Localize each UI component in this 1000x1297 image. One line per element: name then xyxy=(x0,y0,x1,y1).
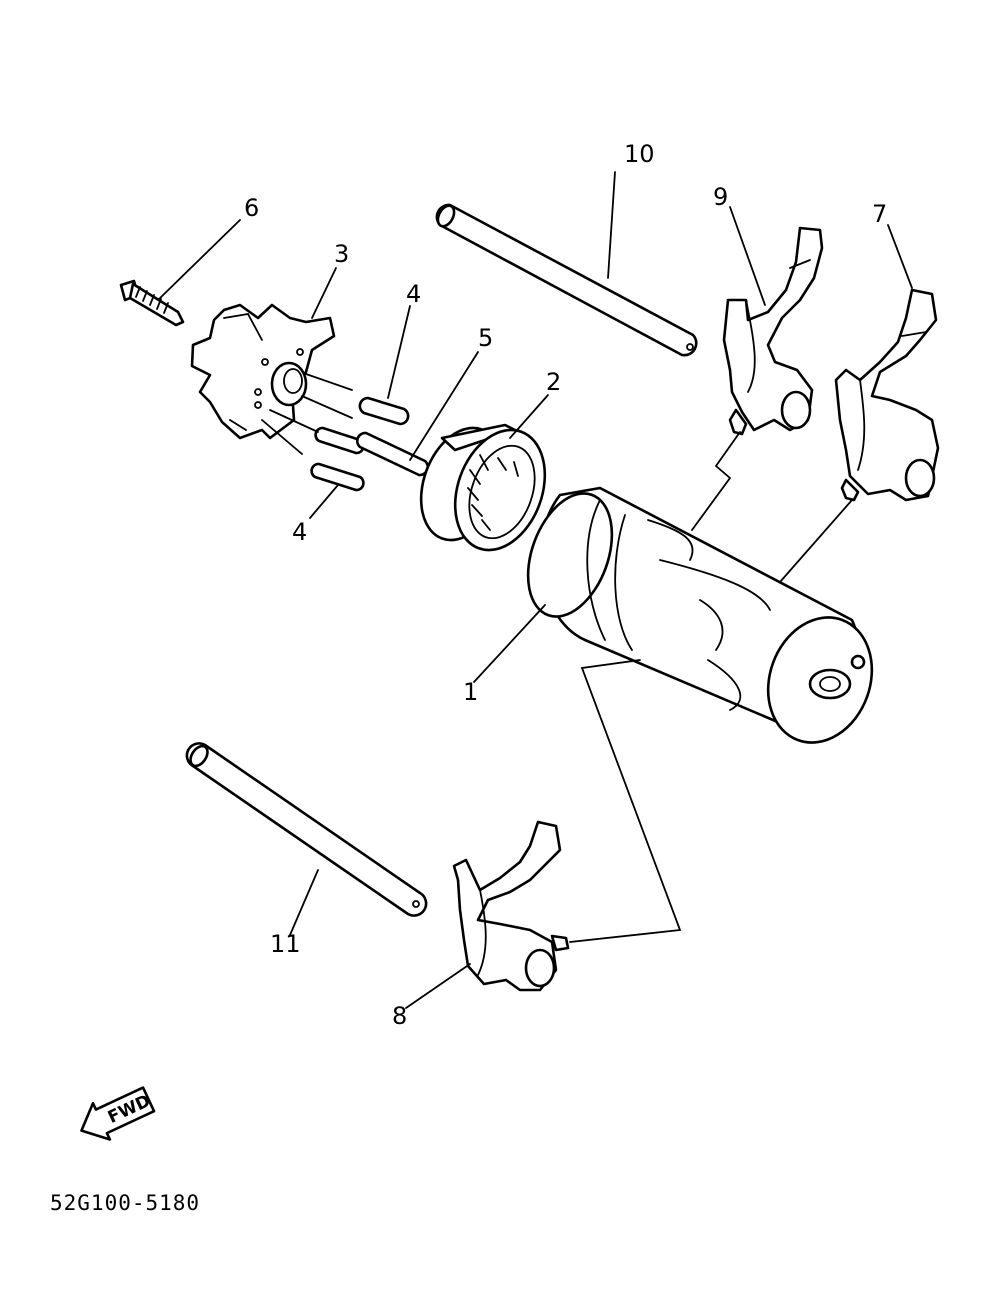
leader-7 xyxy=(887,224,913,289)
leader-6 xyxy=(157,219,241,301)
callout-8: 8 xyxy=(392,1002,407,1030)
part-11-guide-bar xyxy=(185,742,428,917)
leader-3 xyxy=(311,267,337,319)
callout-1: 1 xyxy=(463,678,478,706)
part-4-pin-upper xyxy=(358,396,410,426)
fork-9-linkage-line xyxy=(691,431,741,531)
part-8-shift-fork xyxy=(452,820,570,992)
leader-1 xyxy=(473,604,546,683)
leader-11 xyxy=(289,869,319,936)
callout-2: 2 xyxy=(546,368,561,396)
pin-alignment-lines xyxy=(261,373,353,455)
part-5-pin xyxy=(355,431,430,477)
fork-7-linkage-line xyxy=(779,499,853,583)
callout-11: 11 xyxy=(270,930,301,958)
part-9-shift-fork xyxy=(722,226,824,436)
callout-7: 7 xyxy=(872,200,887,228)
callout-4-upper: 4 xyxy=(406,280,421,308)
fwd-direction-arrow: FWD xyxy=(80,1086,156,1141)
callout-4-lower: 4 xyxy=(292,518,307,546)
leader-4-lower xyxy=(309,484,339,519)
part-4-pin-lower xyxy=(310,462,365,492)
callout-3: 3 xyxy=(334,240,349,268)
callout-9: 9 xyxy=(713,183,728,211)
leader-5 xyxy=(409,351,479,461)
leader-9 xyxy=(729,206,766,306)
part-3-segment xyxy=(190,303,336,440)
leader-8 xyxy=(405,963,471,1009)
callout-6: 6 xyxy=(244,194,259,222)
callout-10: 10 xyxy=(624,140,655,168)
leader-10 xyxy=(607,171,616,279)
fork-8-linkage-line xyxy=(569,659,682,943)
part-6-screw xyxy=(119,279,185,327)
part-2-bearing xyxy=(419,423,547,552)
callout-5: 5 xyxy=(478,324,493,352)
part-10-guide-bar xyxy=(435,203,698,357)
leader-2 xyxy=(509,394,549,439)
leader-4-upper xyxy=(387,305,411,399)
part-7-shift-fork xyxy=(834,288,940,502)
diagram-code: 52G100-5180 xyxy=(50,1191,200,1215)
part-1-shift-drum xyxy=(526,486,874,744)
